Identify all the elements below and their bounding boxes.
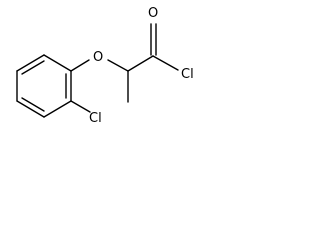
ring-bond (43, 54, 72, 72)
ether-oxygen-label: O (93, 50, 103, 65)
acyl-chlorine-label: Cl (181, 67, 194, 82)
bond-oxygen-ch (107, 59, 129, 72)
ring-bond (43, 100, 72, 118)
carbonyl-oxygen-label: O (148, 6, 158, 21)
ring-double-bond (21, 97, 45, 112)
bond-ch-carbonyl (127, 55, 154, 72)
ring-bond (16, 100, 45, 118)
ring-bond (16, 54, 45, 72)
bond-ring-chlorine (70, 100, 91, 113)
bond-carbonyl-chlorine (152, 55, 179, 71)
molecule-structure: O O Cl Cl (16, 6, 194, 126)
bond-ring-oxygen (70, 59, 90, 72)
ring-double-bond (21, 60, 45, 75)
aryl-chlorine-label: Cl (89, 111, 102, 126)
